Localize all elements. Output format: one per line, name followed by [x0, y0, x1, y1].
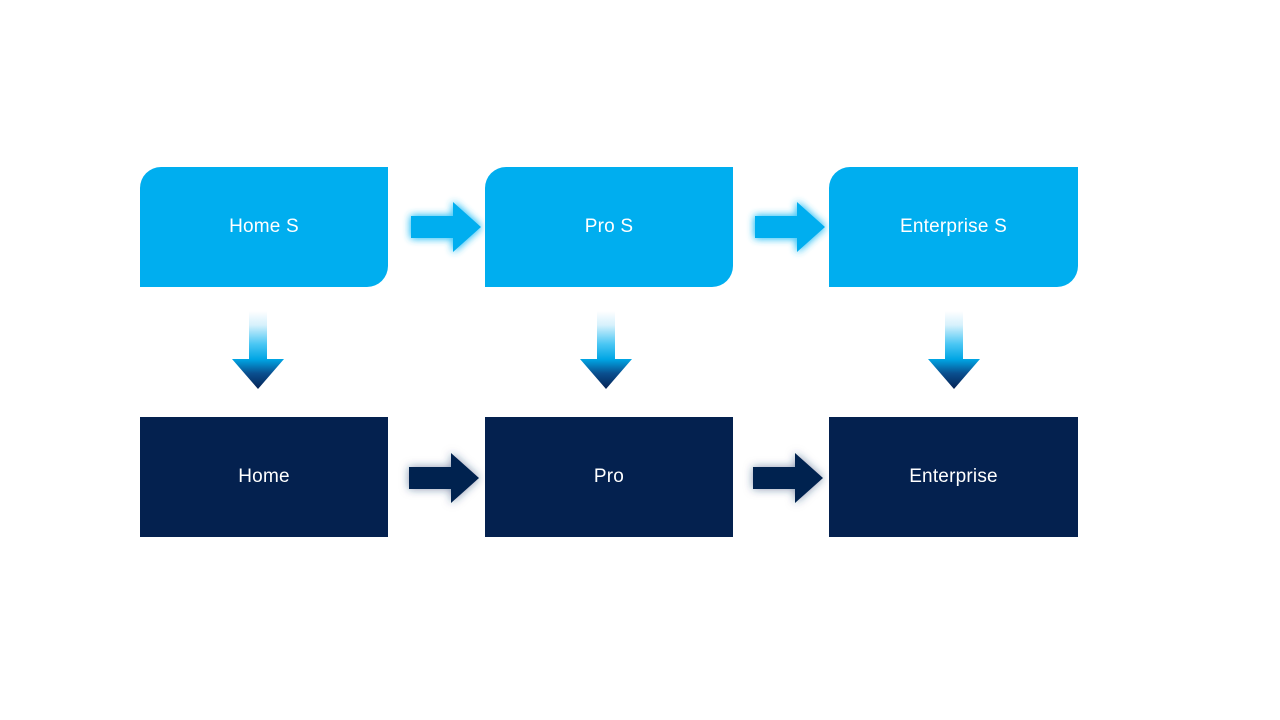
node-label: Home	[238, 465, 290, 487]
node-label: Home S	[229, 215, 299, 237]
node-enterprise[interactable]: Enterprise	[829, 417, 1078, 537]
node-home[interactable]: Home	[140, 417, 388, 537]
arrow-right-icon-pro-to-enterprise	[753, 453, 823, 503]
arrow-down-icon-pro-s-to-pro	[580, 311, 632, 389]
node-pro[interactable]: Pro	[485, 417, 733, 537]
arrow-down-icon-enterprise-s-to-enterprise	[928, 311, 980, 389]
node-pro-s[interactable]: Pro S	[485, 167, 733, 287]
node-label: Pro S	[584, 215, 634, 237]
node-label: Pro	[593, 465, 625, 487]
node-home-s[interactable]: Home S	[140, 167, 388, 287]
arrow-down-icon-home-s-to-home	[232, 311, 284, 389]
node-label: Enterprise S	[900, 215, 1007, 237]
node-enterprise-s[interactable]: Enterprise S	[829, 167, 1078, 287]
arrow-right-icon-pro-s-to-enterprise-s	[755, 202, 825, 252]
node-label: Enterprise	[909, 465, 998, 487]
arrow-right-icon-home-to-pro	[409, 453, 479, 503]
arrow-right-icon-home-s-to-pro-s	[411, 202, 481, 252]
